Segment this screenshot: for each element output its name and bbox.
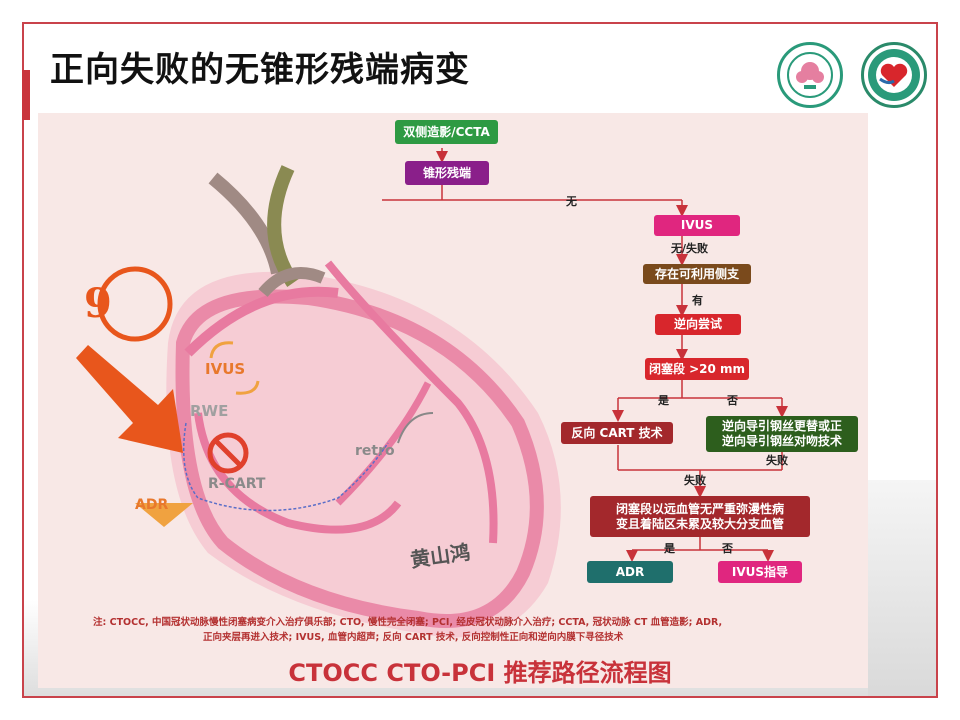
background-building bbox=[868, 480, 938, 698]
heart-hands-icon bbox=[868, 49, 920, 101]
node-reverse-cart: 反向 CART 技术 bbox=[561, 422, 673, 444]
node-wire-exchange: 逆向导引钢丝更替或正 逆向导引钢丝对吻技术 bbox=[706, 416, 858, 452]
node-distal-vessel: 闭塞段以远血管无严重弥漫性病 变且着陆区未累及较大分支血管 bbox=[590, 496, 810, 537]
university-logo bbox=[777, 42, 843, 108]
label-yes-2: 是 bbox=[664, 542, 675, 555]
label-yes-1: 是 bbox=[658, 394, 669, 407]
footer-title: CTOCC CTO-PCI 推荐路径流程图 bbox=[288, 659, 672, 687]
wire-exchange-line-1: 逆向导引钢丝更替或正 bbox=[721, 419, 842, 433]
abbreviation-note-line-2: 正向夹层再进入技术; IVUS, 血管内超声; 反向 CART 技术, 反向控制… bbox=[203, 632, 624, 643]
wire-exchange-line-2: 逆向导引钢丝对吻技术 bbox=[721, 434, 842, 448]
abbreviation-note-line-1: 注: CTOCC, 中国冠状动脉慢性闭塞病变介入治疗俱乐部; CTO, 慢性完全… bbox=[93, 617, 723, 628]
label-fail-right: 失败 bbox=[766, 454, 788, 467]
label-no: 无 bbox=[566, 195, 577, 208]
flowchart-connectors bbox=[382, 148, 788, 562]
label-fail-center: 失败 bbox=[684, 474, 706, 487]
heart-illustration bbox=[76, 165, 561, 638]
adr-tool-label: ADR bbox=[135, 497, 169, 513]
node-bilateral-imaging: 双侧造影/CCTA bbox=[395, 120, 498, 144]
retro-tool-label: retro bbox=[355, 443, 395, 459]
slide-frame bbox=[22, 22, 938, 698]
title-accent-bar bbox=[22, 70, 30, 120]
ivus-tool-label: IVUS bbox=[205, 360, 246, 378]
distal-vessel-line-2: 变且着陆区未累及较大分支血管 bbox=[615, 516, 784, 531]
rwe-tool-label: RWE bbox=[190, 402, 229, 420]
distal-vessel-line-1: 闭塞段以远血管无严重弥漫性病 bbox=[615, 501, 784, 516]
rcart-tool-label: R-CART bbox=[208, 476, 266, 492]
node-tapered-stump: 锥形残端 bbox=[405, 161, 489, 185]
node-retrograde-attempt: 逆向尝试 bbox=[655, 314, 741, 335]
node-ivus-guided: IVUS指导 bbox=[718, 561, 802, 583]
node-ivus: IVUS bbox=[654, 215, 740, 236]
label-have: 有 bbox=[692, 294, 703, 307]
node-adr: ADR bbox=[587, 561, 673, 583]
node-side-branch: 存在可利用侧支 bbox=[643, 264, 751, 284]
node-occlusion-length: 闭塞段 >20 mm bbox=[645, 358, 749, 380]
label-no-1: 否 bbox=[727, 394, 738, 407]
slide-title: 正向失败的无锥形残端病变 bbox=[50, 50, 470, 90]
abbreviation-note: 注: CTOCC, 中国冠状动脉慢性闭塞病变介入治疗俱乐部; CTO, 慢性完全… bbox=[93, 615, 813, 645]
hospital-logo bbox=[861, 42, 927, 108]
label-no-2: 否 bbox=[722, 542, 733, 555]
step-number: 9 bbox=[84, 280, 112, 327]
flower-emblem-icon bbox=[787, 52, 833, 98]
label-none-or-fail: 无/失败 bbox=[671, 242, 709, 255]
